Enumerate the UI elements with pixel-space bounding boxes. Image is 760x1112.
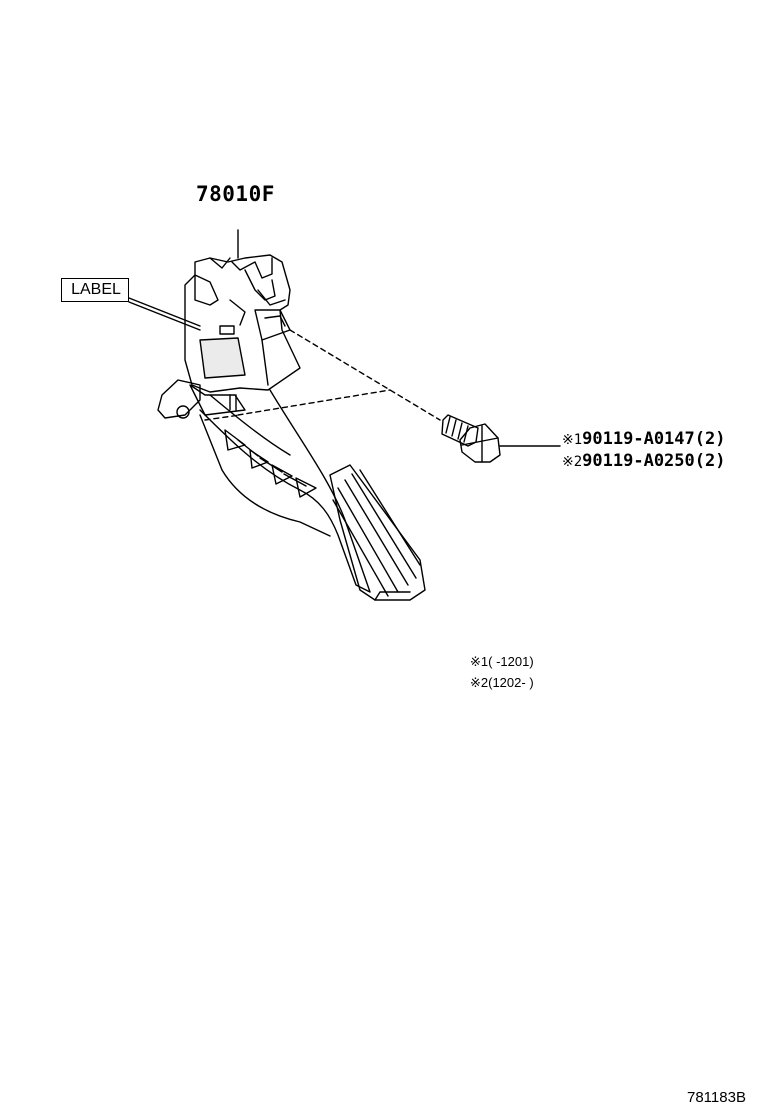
bolt-1-part[interactable]: 90119-A0147(2) <box>582 429 726 449</box>
bolt-part-number-2[interactable]: ※290119-A0250(2) <box>562 451 725 471</box>
label-callout-box: LABEL <box>61 278 129 302</box>
label-callout-text: LABEL <box>71 281 121 298</box>
bolt-2-part[interactable]: 90119-A0250(2) <box>582 451 726 471</box>
pedal-arm <box>199 389 371 593</box>
applicability-note-1: ※1( -1201) <box>470 654 534 670</box>
bolt-2-mark: ※2 <box>562 454 583 470</box>
pedal-pad <box>329 464 426 601</box>
note-2-range: (1202- ) <box>488 675 534 690</box>
note-2-mark: ※2 <box>470 675 489 690</box>
bolt-part-number-1[interactable]: ※190119-A0147(2) <box>562 429 725 449</box>
applicability-note-2: ※2(1202- ) <box>470 675 534 691</box>
note-1-range: ( -1201) <box>488 654 534 669</box>
note-1-mark: ※1 <box>470 654 489 669</box>
main-part-number[interactable]: 78010F <box>196 182 275 206</box>
bolt-1-mark: ※1 <box>562 432 583 448</box>
label-leader <box>128 297 201 331</box>
figure-id: 781183B <box>687 1089 746 1106</box>
assembly-lines <box>204 329 441 421</box>
bolt <box>441 414 501 463</box>
sensor-housing <box>184 254 301 393</box>
